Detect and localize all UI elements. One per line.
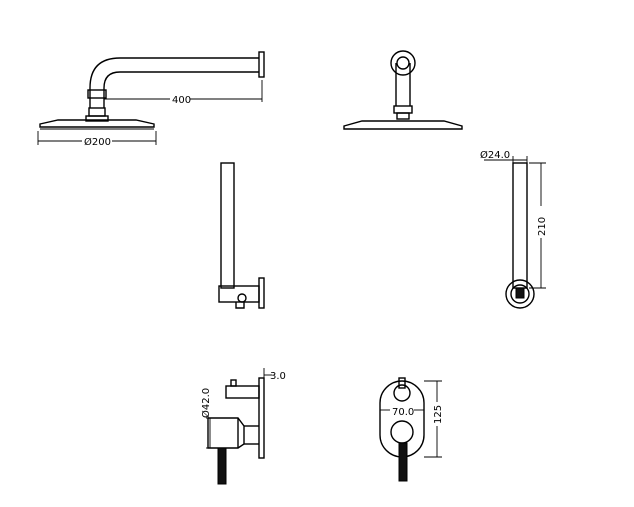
- dim-rail-height: 210: [537, 217, 548, 236]
- rail-tube-front: [512, 162, 528, 289]
- shower-arm-side-view: 400 Ø200: [37, 51, 265, 148]
- slide-rail-side-view: [218, 162, 265, 309]
- mixer-lever-side: [217, 447, 227, 485]
- mixer-wall-plate: [258, 377, 265, 459]
- dim-mixer-diameter: Ø42.0: [200, 388, 212, 418]
- rail-tube: [220, 162, 235, 289]
- dim-plate-width: 70.0: [392, 407, 414, 418]
- dim-head-diameter: Ø200: [84, 136, 111, 148]
- dim-mixer-offset: 3.0: [270, 371, 286, 382]
- dim-rail-diameter: Ø24.0: [480, 149, 510, 161]
- shower-arm-front-view: [343, 50, 463, 130]
- shower-head-side: [39, 119, 155, 128]
- mixer-side-view: 3.0 Ø42.0: [200, 368, 286, 485]
- arm-wall-flange: [390, 50, 416, 76]
- dim-arm-length: 400: [172, 95, 191, 106]
- mixer-lever-front: [398, 442, 408, 482]
- mixer-front-view: 70.0 125: [379, 377, 444, 482]
- arm-wall-plate: [258, 51, 265, 78]
- rail-wall-plate: [258, 277, 265, 309]
- mixer-knob: [390, 420, 414, 444]
- dim-plate-height: 125: [433, 405, 444, 424]
- diverter-knob: [393, 384, 411, 402]
- shower-head-front: [343, 120, 463, 130]
- slide-rail-front-view: Ø24.0 210: [480, 149, 548, 309]
